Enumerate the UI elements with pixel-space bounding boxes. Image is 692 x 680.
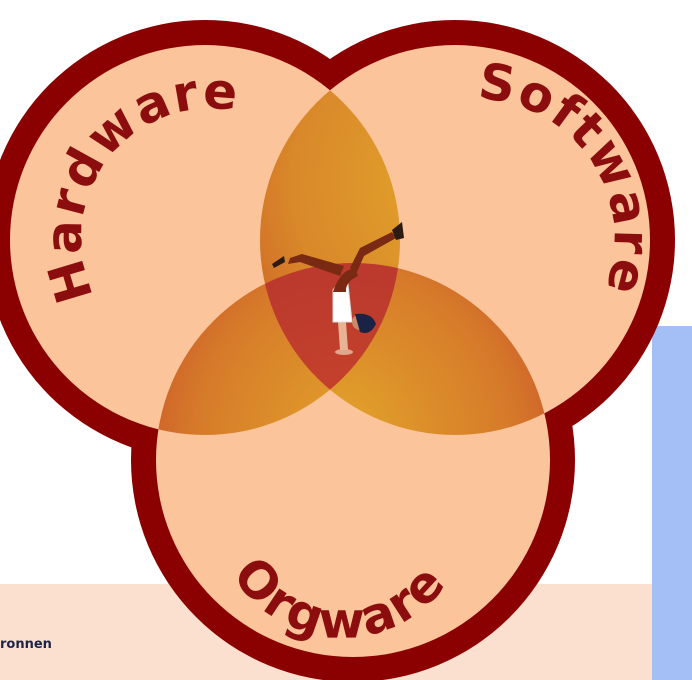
overlap-software-orgware [260,263,550,435]
side-accent-bar [652,326,692,680]
source-label: ronnen [0,637,52,652]
overlap-hardware-orgware [156,263,400,435]
person-handstand-illustration [272,222,404,355]
